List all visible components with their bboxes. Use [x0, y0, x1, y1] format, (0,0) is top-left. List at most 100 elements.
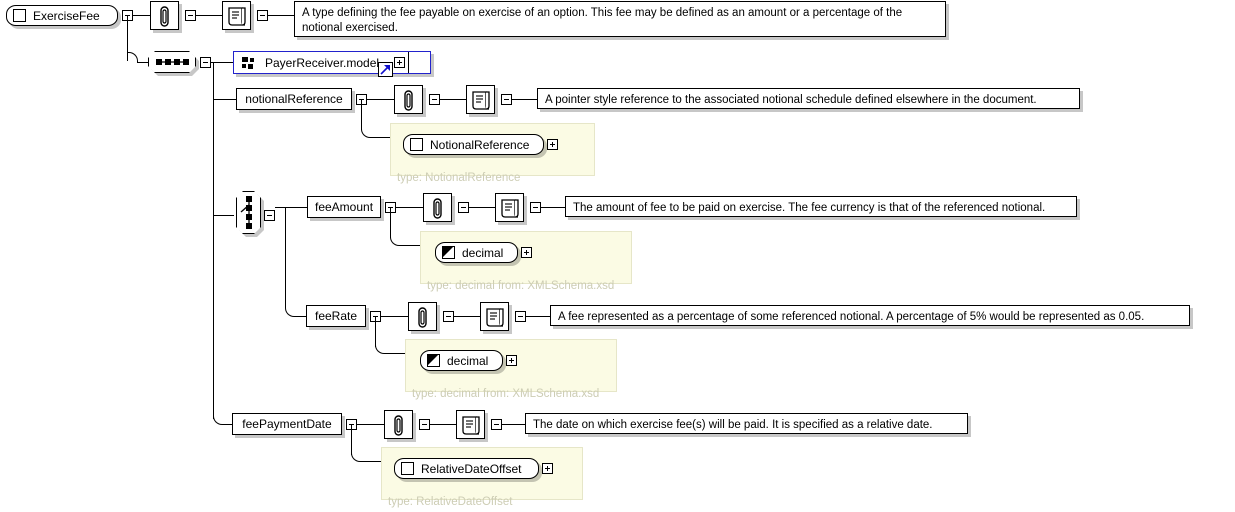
notionalreference-annotation-expander[interactable]: [429, 94, 440, 105]
connector-feerate-to-annotation: [381, 316, 408, 317]
documentation-scroll-icon: [472, 91, 490, 110]
choice-expander[interactable]: [264, 210, 275, 221]
complex-type-icon: [410, 138, 423, 151]
connector-choice-to-feerate: [295, 316, 307, 317]
type-node-decimal-feerate-expander[interactable]: [506, 355, 517, 366]
feepaymentdate-documentation-box: The date on which exercise fee(s) will b…: [525, 413, 968, 434]
notionalreference-annotation-icon-box[interactable]: [394, 85, 423, 114]
element-feeamount[interactable]: feeAmount: [307, 196, 381, 218]
type-node-decimal-feeamount-label: decimal: [462, 245, 504, 260]
arrow-up-right-icon: [380, 65, 390, 75]
group-ref-expander[interactable]: [394, 57, 405, 68]
connector-feeamount-annotation-to-doc: [469, 207, 495, 208]
type-node-decimal-feeamount[interactable]: decimal: [435, 242, 518, 263]
notionalreference-type-caption: type: NotionalReference: [397, 172, 521, 184]
connector-annotation-to-documentation: [196, 15, 222, 16]
feerate-annotation-expander[interactable]: [443, 311, 454, 322]
paperclip-icon: [394, 415, 403, 436]
connector-documentation-to-text: [268, 15, 295, 16]
connector-feepaymentdate-doc-to-text: [502, 424, 526, 425]
feepaymentdate-annotation-expander[interactable]: [419, 419, 430, 430]
sequence-compositor[interactable]: [148, 51, 196, 73]
connector-root-to-sequence: [137, 62, 148, 63]
connector-feerate-to-type: [385, 353, 405, 354]
complex-type-icon: [13, 9, 26, 22]
connector-feerate-doc-to-text: [526, 316, 551, 317]
annotation-expander[interactable]: [185, 10, 196, 21]
connector-feepaymentdate-to-annotation: [357, 424, 384, 425]
choice-compositor-icon: [237, 192, 260, 233]
feerate-documentation-expander[interactable]: [515, 311, 526, 322]
sequence-expander[interactable]: [200, 57, 211, 68]
feerate-annotation-icon-box[interactable]: [408, 302, 437, 331]
type-node-relativedateoffset[interactable]: RelativeDateOffset: [394, 458, 539, 479]
type-node-notionalreference-expander[interactable]: [547, 139, 558, 150]
root-documentation-box: A type defining the fee payable on exerc…: [294, 1, 946, 37]
documentation-scroll-icon: [501, 199, 519, 218]
feepaymentdate-annotation-icon-box[interactable]: [384, 410, 413, 439]
element-feepaymentdate[interactable]: feePaymentDate: [232, 413, 342, 435]
external-link-arrow-icon[interactable]: [378, 62, 393, 77]
type-node-relativedateoffset-expander[interactable]: [542, 463, 553, 474]
documentation-scroll-icon-box[interactable]: [222, 1, 251, 30]
type-node-decimal-feerate[interactable]: decimal: [420, 350, 503, 371]
element-feerate-label: feeRate: [314, 309, 358, 323]
connector-notionalreference-type-vertical: [361, 99, 362, 130]
feeamount-documentation-icon-box[interactable]: [495, 193, 524, 222]
connector-feeamount-to-type: [400, 245, 420, 246]
notionalreference-documentation-icon-box[interactable]: [466, 85, 495, 114]
element-feerate[interactable]: feeRate: [306, 305, 366, 327]
connector-feerate-type-vertical: [375, 316, 376, 347]
connector-feepaymentdate-annotation-to-doc: [430, 424, 456, 425]
connector-feepaymentdate-to-type: [361, 461, 381, 462]
root-node-exercisefee[interactable]: ExerciseFee: [6, 5, 118, 26]
connector-choice-trunk-corner: [285, 306, 296, 317]
feeamount-annotation-expander[interactable]: [458, 202, 469, 213]
complex-type-icon: [401, 462, 414, 475]
feepaymentdate-type-caption: type: RelativeDateOffset: [388, 496, 513, 508]
connector-notionalreference-doc-to-text: [512, 99, 538, 100]
connector-notionalreference-type-corner: [361, 127, 372, 138]
feepaymentdate-documentation-icon-box[interactable]: [456, 410, 485, 439]
feepaymentdate-documentation-expander[interactable]: [491, 419, 502, 430]
type-node-relativedateoffset-label: RelativeDateOffset: [421, 461, 522, 476]
documentation-expander[interactable]: [257, 10, 268, 21]
type-node-decimal-feeamount-expander[interactable]: [521, 247, 532, 258]
choice-compositor[interactable]: [236, 191, 261, 234]
feeamount-documentation-expander[interactable]: [530, 202, 541, 213]
connector-feeamount-doc-to-text: [541, 207, 566, 208]
paperclip-icon: [418, 307, 427, 328]
feeamount-documentation-box: The amount of fee to be paid on exercise…: [565, 196, 1077, 217]
feerate-documentation-text: A fee represented as a percentage of som…: [558, 311, 1145, 323]
connector-feeamount-type-vertical: [390, 207, 391, 238]
root-documentation-text: A type defining the fee payable on exerc…: [302, 7, 903, 34]
feerate-documentation-box: A fee represented as a percentage of som…: [550, 305, 1190, 326]
connector-notionalreference-to-annotation: [367, 99, 394, 100]
documentation-scroll-icon: [486, 308, 504, 327]
feepaymentdate-documentation-text: The date on which exercise fee(s) will b…: [533, 419, 933, 431]
simple-type-icon: [427, 354, 440, 367]
element-notionalreference[interactable]: notionalReference: [236, 88, 352, 110]
connector-feerate-type-corner: [375, 343, 386, 354]
group-ref-label: PayerReceiver.model: [265, 55, 380, 70]
type-node-decimal-feerate-label: decimal: [447, 353, 489, 368]
connector-trunk-to-notionalreference: [213, 99, 236, 100]
type-node-notionalreference-label: NotionalReference: [430, 137, 530, 152]
feerate-documentation-icon-box[interactable]: [480, 302, 509, 331]
notionalreference-documentation-expander[interactable]: [501, 94, 512, 105]
group-ref-divider: [408, 52, 409, 73]
annotation-paperclip-icon-box[interactable]: [150, 1, 179, 30]
connector-notionalreference-to-type: [371, 137, 390, 138]
element-notionalreference-label: notionalReference: [245, 92, 343, 106]
connector-main-trunk-corner: [213, 414, 224, 425]
type-node-notionalreference[interactable]: NotionalReference: [403, 134, 544, 155]
notionalreference-documentation-box: A pointer style reference to the associa…: [537, 88, 1080, 109]
feeamount-type-caption: type: decimal from: XMLSchema.xsd: [427, 280, 615, 292]
sequence-compositor-icon: [149, 52, 195, 72]
model-group-icon: [242, 56, 256, 69]
documentation-scroll-icon: [462, 416, 480, 435]
feeamount-annotation-icon-box[interactable]: [423, 193, 452, 222]
simple-type-icon: [442, 246, 455, 259]
connector-root-vertical: [127, 16, 128, 61]
